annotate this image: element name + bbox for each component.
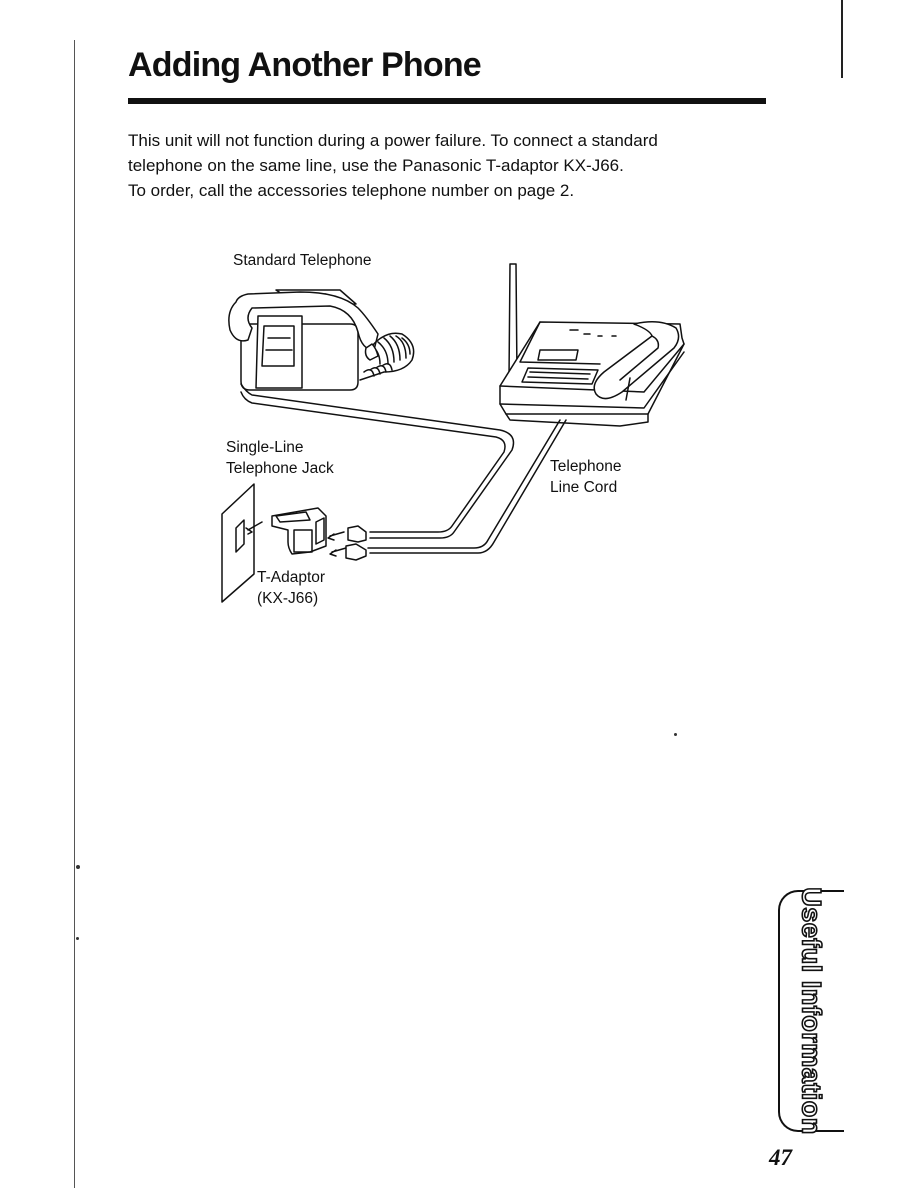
t-adaptor-label: T-Adaptor (KX-J66): [257, 567, 325, 609]
section-side-tab: [778, 890, 844, 1132]
page-number: 47: [769, 1145, 792, 1170]
t-adaptor-illustration: [271, 507, 367, 561]
cord-label-line-1: Telephone: [550, 458, 622, 475]
wall-jack-illustration: [221, 483, 263, 603]
section-tab-label: Useful Information: [796, 886, 828, 1135]
line-cord-label: Telephone Line Cord: [550, 456, 622, 498]
connection-diagram: [221, 263, 685, 603]
standard-telephone-label: Standard Telephone: [233, 252, 372, 269]
cordless-base-unit-illustration: [499, 263, 685, 427]
intro-line-3: To order, call the accessories telephone…: [128, 181, 575, 200]
telephone-jack-label: Single-Line Telephone Jack: [226, 437, 334, 479]
intro-paragraph: This unit will not function during a pow…: [128, 128, 768, 203]
intro-line-1: This unit will not function during a pow…: [128, 131, 658, 150]
adaptor-label-line-1: T-Adaptor: [257, 569, 326, 586]
jack-label-line-1: Single-Line: [226, 439, 304, 456]
standard-telephone-illustration: [228, 289, 415, 391]
jack-label-line-2: Telephone Jack: [226, 460, 334, 477]
line-cords: [240, 383, 567, 554]
intro-line-2: telephone on the same line, use the Pana…: [128, 156, 624, 175]
cord-label-line-2: Line Cord: [550, 479, 618, 496]
print-speck: [674, 733, 677, 736]
page-title: Adding Another Phone: [128, 46, 482, 84]
binding-edge-line: [74, 40, 75, 1188]
print-speck: [76, 937, 79, 940]
page-edge-mark: [841, 0, 843, 78]
print-speck: [76, 865, 80, 869]
adaptor-label-line-2: (KX-J66): [257, 590, 319, 607]
title-underline: [128, 98, 766, 104]
